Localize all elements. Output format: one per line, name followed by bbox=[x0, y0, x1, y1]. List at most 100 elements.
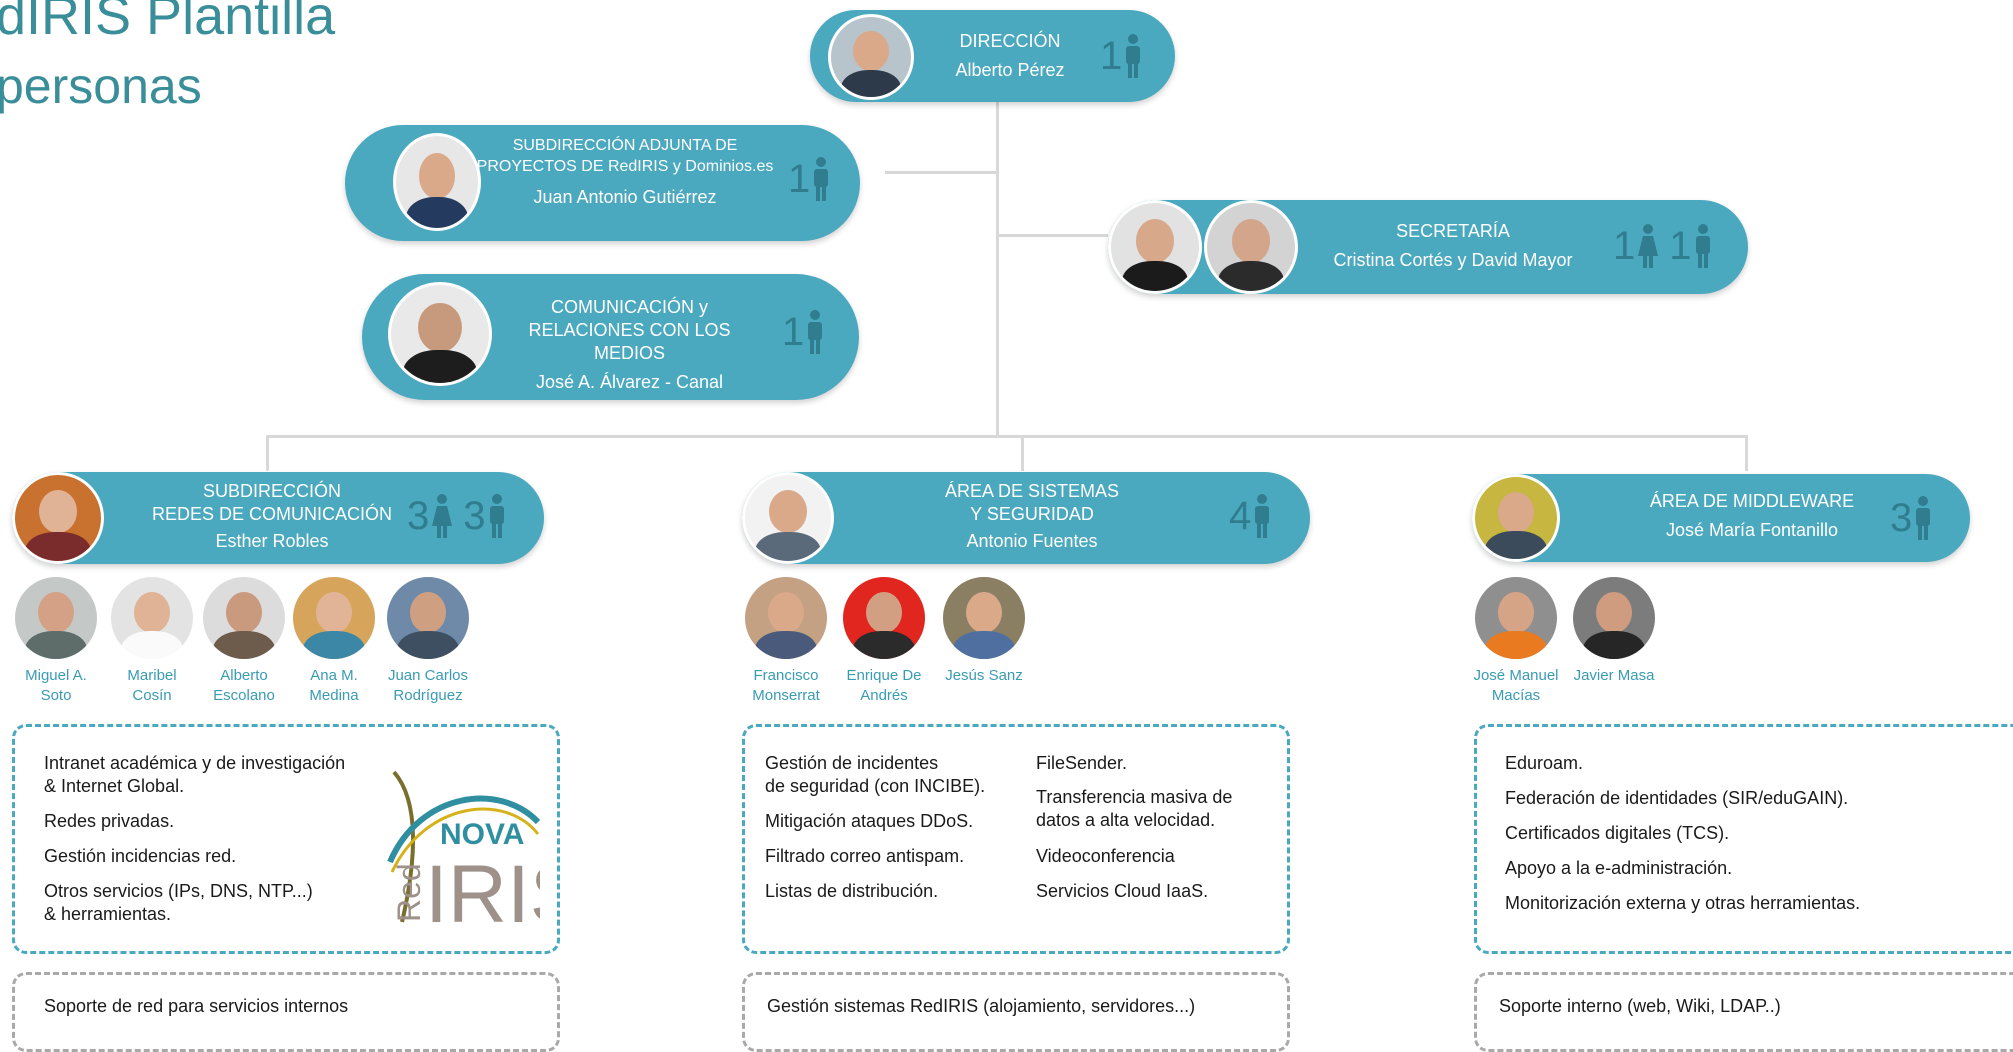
redes-services-box: Intranet académica y de investigación & … bbox=[12, 724, 560, 954]
secretaria-node[interactable]: SECRETARÍA Cristina Cortés y David Mayor… bbox=[1108, 200, 1748, 294]
service-line1: Transferencia masiva de bbox=[1036, 787, 1233, 807]
node-person-name: Juan Antonio Gutiérrez bbox=[533, 187, 717, 207]
member-name-line1: Francisco bbox=[753, 667, 819, 684]
connector-subdir-adjunta bbox=[885, 171, 998, 174]
node-person-name: José María Fontanillo bbox=[1665, 520, 1839, 540]
redes-node[interactable]: SUBDIRECCIÓN REDES DE COMUNICACIÓN Esthe… bbox=[12, 472, 544, 564]
service-line1: Gestión incidencias red. bbox=[44, 846, 237, 866]
direccion-node[interactable]: DIRECCIÓN Alberto Pérez 1 bbox=[810, 10, 1175, 102]
service-line1: Intranet académica y de investigación bbox=[44, 753, 346, 773]
node-person-name: Alberto Pérez bbox=[955, 60, 1065, 80]
node-title-line1: SUBDIRECCIÓN ADJUNTA DE bbox=[512, 137, 738, 154]
headcount: 3 bbox=[1890, 496, 1932, 540]
sistemas-internal-box: Gestión sistemas RedIRIS (alojamiento, s… bbox=[742, 972, 1290, 1052]
comunicacion-text: COMUNICACIÓN y RELACIONES CON LOS MEDIOS… bbox=[497, 296, 762, 394]
middleware-node[interactable]: ÁREA DE MIDDLEWARE José María Fontanillo… bbox=[1472, 474, 1970, 562]
team-member[interactable]: Ana M. Medina bbox=[290, 574, 378, 706]
connector-left-drop bbox=[266, 435, 269, 471]
service-line2: & Internet Global. bbox=[44, 776, 185, 796]
redes-text: SUBDIRECCIÓN REDES DE COMUNICACIÓN Esthe… bbox=[132, 480, 412, 553]
team-member[interactable]: Miguel A. Soto bbox=[12, 574, 100, 706]
node-person-name: Cristina Cortés y David Mayor bbox=[1333, 250, 1573, 270]
service-item: Otros servicios (IPs, DNS, NTP...) & her… bbox=[44, 880, 313, 926]
node-title-line1: SUBDIRECCIÓN bbox=[202, 481, 341, 501]
node-title-line1: ÁREA DE SISTEMAS bbox=[944, 481, 1120, 501]
node-title-line2: PROYECTOS DE RedIRIS y Dominios.es bbox=[476, 158, 774, 175]
team-member[interactable]: Enrique De Andrés bbox=[838, 574, 930, 706]
member-name-line2: Medina bbox=[309, 687, 359, 704]
page-title: dIRIS Plantilla bbox=[0, 0, 336, 46]
logo-word-iris: IRIS bbox=[425, 849, 540, 932]
service-item: Monitorización externa y otras herramien… bbox=[1505, 892, 1860, 915]
member-name-line2: Macías bbox=[1491, 687, 1541, 704]
node-title-line2: RELACIONES CON LOS MEDIOS bbox=[528, 320, 731, 363]
service-line1: Filtrado correo antispam. bbox=[765, 846, 965, 866]
team-member[interactable]: Jesús Sanz bbox=[938, 574, 1030, 686]
subdir-adjunta-node[interactable]: SUBDIRECCIÓN ADJUNTA DE PROYECTOS DE Red… bbox=[345, 125, 860, 241]
male-person-icon bbox=[1255, 494, 1270, 538]
member-name-line1: Miguel A. bbox=[25, 667, 87, 684]
connector-horizontal bbox=[268, 435, 1748, 438]
team-member[interactable]: Alberto Escolano bbox=[200, 574, 288, 706]
service-item: Apoyo a la e-administración. bbox=[1505, 857, 1732, 880]
avatar bbox=[388, 282, 492, 386]
headcount: 1 bbox=[788, 157, 830, 201]
connector-main-vertical bbox=[996, 100, 999, 435]
logo-word-red: Red bbox=[391, 863, 427, 922]
team-member[interactable]: Juan Carlos Rodríguez bbox=[378, 574, 478, 706]
member-name-line2: Rodríguez bbox=[393, 687, 463, 704]
node-title: ÁREA DE MIDDLEWARE bbox=[1649, 491, 1855, 511]
male-person-icon bbox=[1916, 496, 1931, 540]
member-name-line1: Jesús Sanz bbox=[945, 667, 1023, 684]
comunicacion-node[interactable]: COMUNICACIÓN y RELACIONES CON LOS MEDIOS… bbox=[362, 274, 859, 400]
avatar bbox=[12, 472, 104, 564]
headcount-male: 1 bbox=[1669, 224, 1692, 268]
avatar bbox=[200, 574, 288, 662]
service-line1: Federación de identidades (SIR/eduGAIN). bbox=[1505, 788, 1849, 808]
connector-right-drop bbox=[1745, 435, 1748, 471]
male-person-icon bbox=[1695, 224, 1710, 268]
node-person-name: Esther Robles bbox=[215, 531, 329, 551]
avatar bbox=[12, 574, 100, 662]
team-member[interactable]: Javier Masa bbox=[1566, 574, 1662, 686]
internal-service-text: Gestión sistemas RedIRIS (alojamiento, s… bbox=[767, 996, 1196, 1016]
service-item: Mitigación ataques DDoS. bbox=[765, 810, 973, 833]
headcount-male: 3 bbox=[463, 494, 486, 538]
headcount: 3 3 bbox=[407, 494, 506, 538]
member-name-line1: Alberto bbox=[220, 667, 268, 684]
service-line1: FileSender. bbox=[1036, 753, 1128, 773]
team-member[interactable]: Maribel Cosín bbox=[108, 574, 196, 706]
internal-service-text: Soporte de red para servicios internos bbox=[44, 996, 349, 1016]
member-name-line2: Soto bbox=[40, 687, 72, 704]
headcount-male: 1 bbox=[788, 157, 811, 201]
headcount: 4 bbox=[1229, 494, 1271, 538]
secretaria-text: SECRETARÍA Cristina Cortés y David Mayor bbox=[1308, 220, 1598, 272]
headcount-male: 4 bbox=[1229, 494, 1252, 538]
team-member[interactable]: Francisco Monserrat bbox=[740, 574, 832, 706]
female-person-icon bbox=[1638, 224, 1659, 268]
member-name-line1: Enrique De bbox=[846, 667, 922, 684]
internal-service-item: Soporte de red para servicios internos bbox=[44, 995, 348, 1018]
headcount: 1 bbox=[782, 310, 824, 354]
sistemas-text: ÁREA DE SISTEMAS Y SEGURIDAD Antonio Fue… bbox=[912, 480, 1152, 553]
service-line1: Monitorización externa y otras herramien… bbox=[1505, 893, 1861, 913]
avatar bbox=[1108, 200, 1202, 294]
service-item: Transferencia masiva de datos a alta vel… bbox=[1036, 786, 1232, 832]
avatar bbox=[393, 133, 481, 231]
sistemas-node[interactable]: ÁREA DE SISTEMAS Y SEGURIDAD Antonio Fue… bbox=[742, 472, 1310, 564]
internal-service-item: Soporte interno (web, Wiki, LDAP..) bbox=[1499, 995, 1781, 1018]
middleware-internal-box: Soporte interno (web, Wiki, LDAP..) bbox=[1474, 972, 2013, 1052]
service-item: Federación de identidades (SIR/eduGAIN). bbox=[1505, 787, 1848, 810]
avatar bbox=[1204, 200, 1298, 294]
team-member[interactable]: José Manuel Macías bbox=[1468, 574, 1564, 706]
avatar bbox=[1570, 574, 1658, 662]
member-name-line2: Monserrat bbox=[752, 687, 820, 704]
service-line2: datos a alta velocidad. bbox=[1036, 810, 1216, 830]
member-name-line2: Cosín bbox=[132, 687, 172, 704]
male-person-icon bbox=[1126, 34, 1141, 78]
service-item: Eduroam. bbox=[1505, 752, 1583, 775]
service-item: Servicios Cloud IaaS. bbox=[1036, 880, 1208, 903]
internal-service-item: Gestión sistemas RedIRIS (alojamiento, s… bbox=[767, 995, 1195, 1018]
service-item: Filtrado correo antispam. bbox=[765, 845, 964, 868]
avatar bbox=[840, 574, 928, 662]
